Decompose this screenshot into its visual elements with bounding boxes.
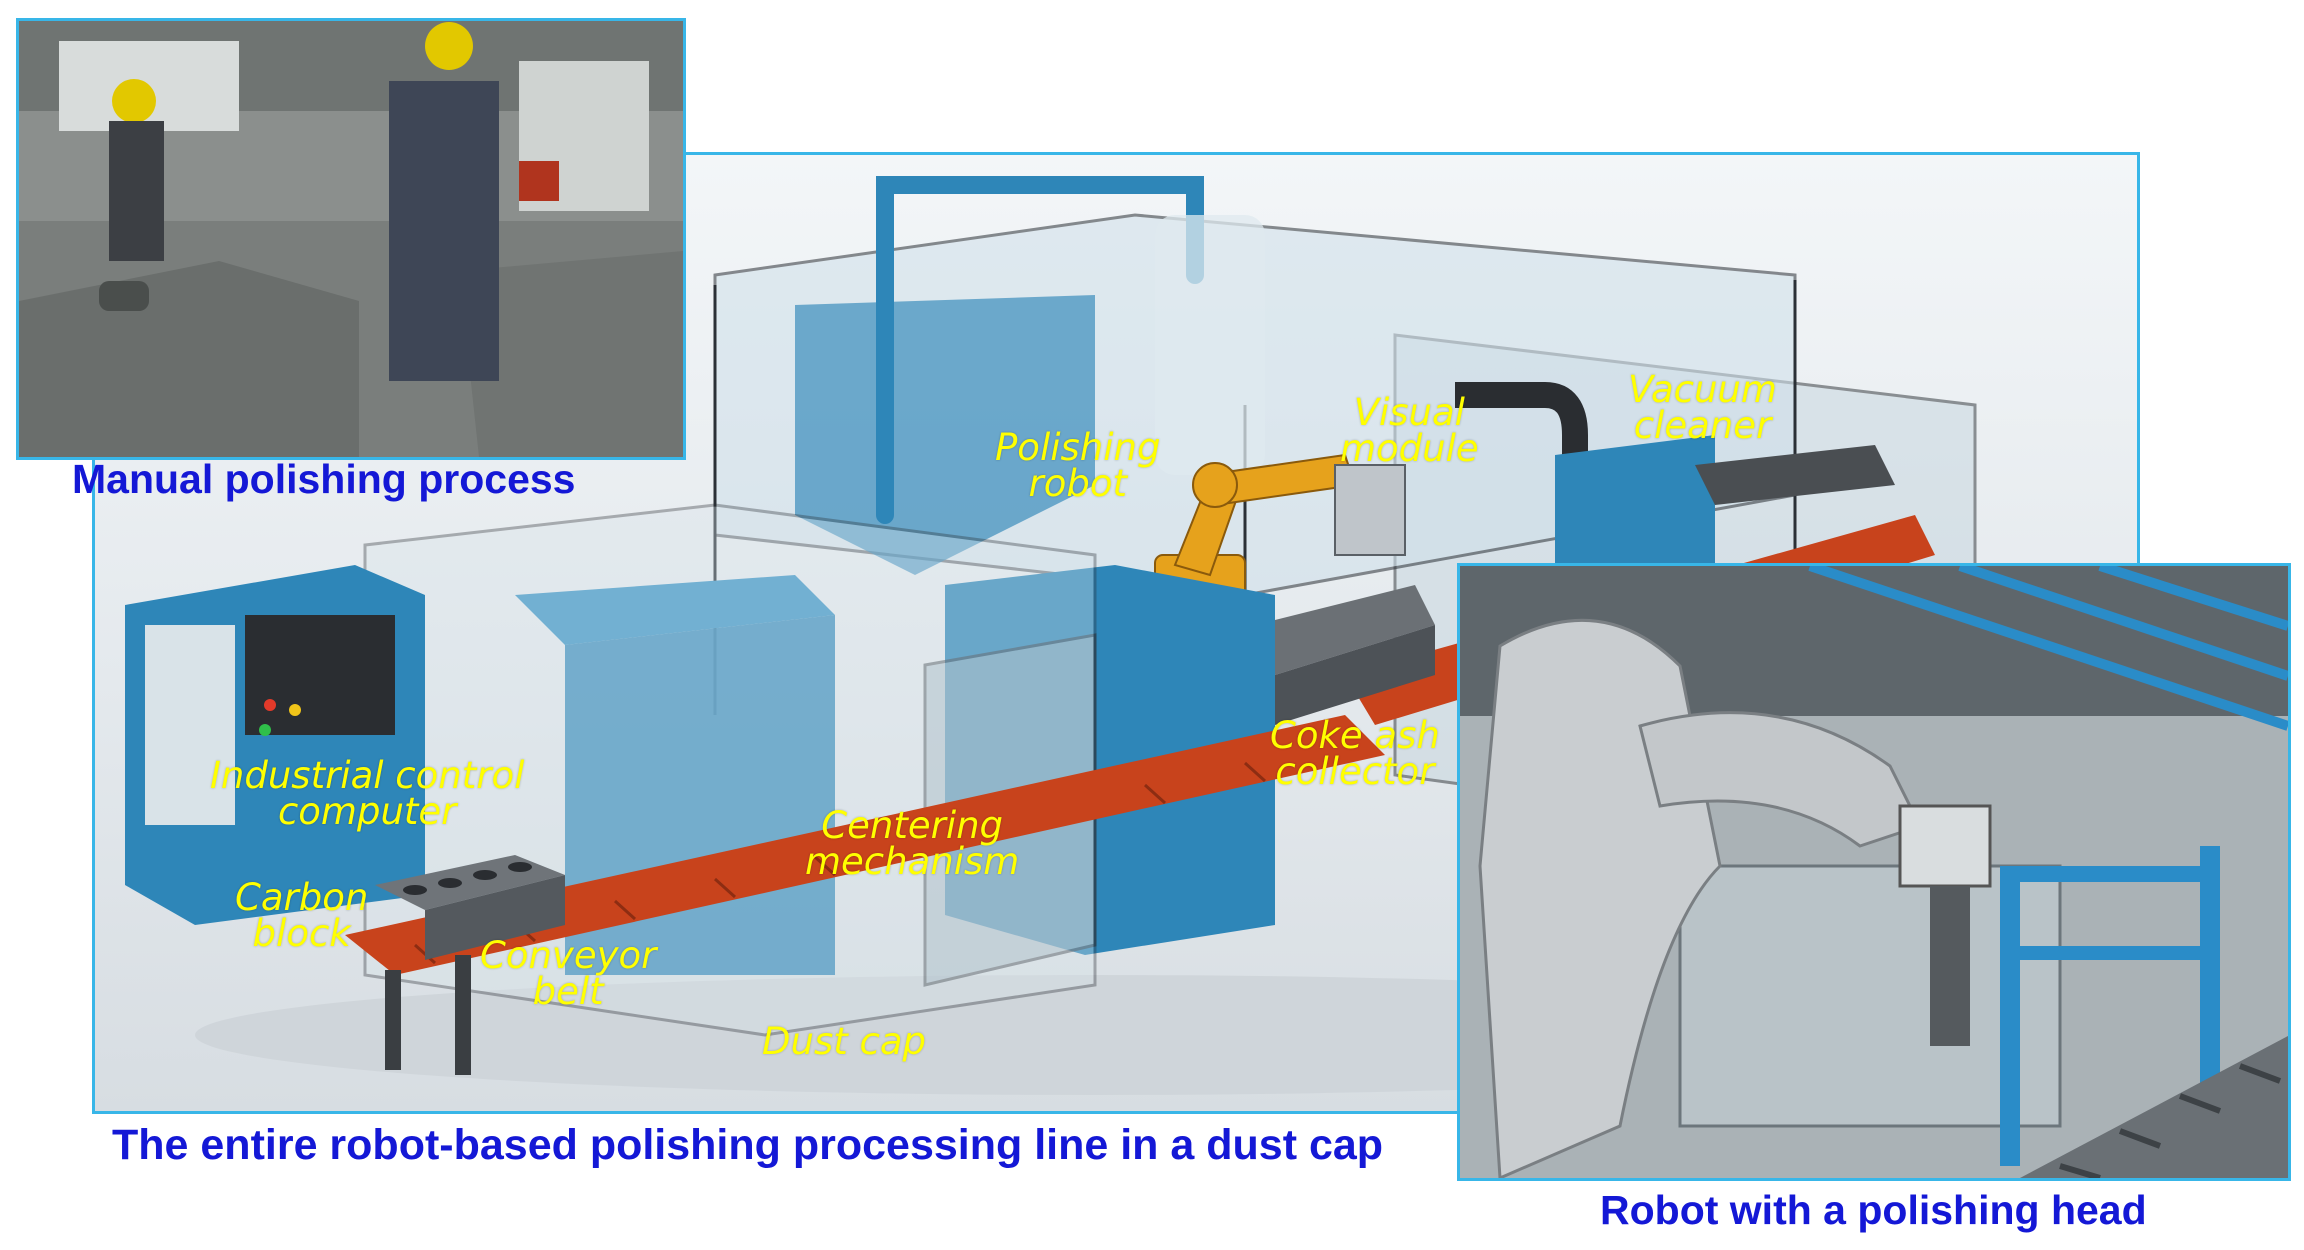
label-coke-ash-collector: Coke ash collector <box>1270 714 1440 793</box>
label-line-2: computer <box>277 790 457 833</box>
polishing-line-caption: The entire robot-based polishing process… <box>112 1121 1384 1169</box>
robot-polishing-head-photo <box>1457 563 2291 1181</box>
label-line-2: block <box>252 912 351 955</box>
label-line-1: Visual <box>1353 391 1465 434</box>
label-line-2: robot <box>1028 462 1127 505</box>
label-conveyor-belt: Conveyor belt <box>480 934 657 1013</box>
label-line-1: Polishing <box>995 426 1161 469</box>
label-line-2: mechanism <box>805 840 1020 883</box>
label-visual-module: Visual module <box>1340 391 1479 470</box>
label-line-2: module <box>1340 427 1479 470</box>
label-vacuum-cleaner: Vacuum cleaner <box>1628 368 1777 447</box>
label-line-1: Conveyor <box>480 934 657 977</box>
label-industrial-control-computer: Industrial control computer <box>210 754 525 833</box>
manual-polishing-illustration <box>19 21 683 457</box>
label-dust-cap: Dust cap <box>762 1020 926 1063</box>
label-line-1: Industrial control <box>210 754 525 797</box>
manual-polishing-caption: Manual polishing process <box>72 456 576 502</box>
label-carbon-block: Carbon block <box>235 876 369 955</box>
label-line-2: cleaner <box>1633 404 1772 447</box>
label-line-2: belt <box>532 970 604 1013</box>
label-centering-mechanism: Centering mechanism <box>805 804 1020 883</box>
label-line-2: collector <box>1275 750 1435 793</box>
robot-polishing-head-illustration <box>1460 566 2288 1178</box>
manual-polishing-photo <box>16 18 686 460</box>
label-line-1: Vacuum <box>1628 368 1777 411</box>
label-line-1: Centering <box>821 804 1004 847</box>
robot-polishing-head-caption: Robot with a polishing head <box>1600 1187 2147 1233</box>
label-line-1: Carbon <box>235 876 369 919</box>
label-polishing-robot: Polishing robot <box>995 426 1161 505</box>
label-line-1: Coke ash <box>1270 714 1440 757</box>
